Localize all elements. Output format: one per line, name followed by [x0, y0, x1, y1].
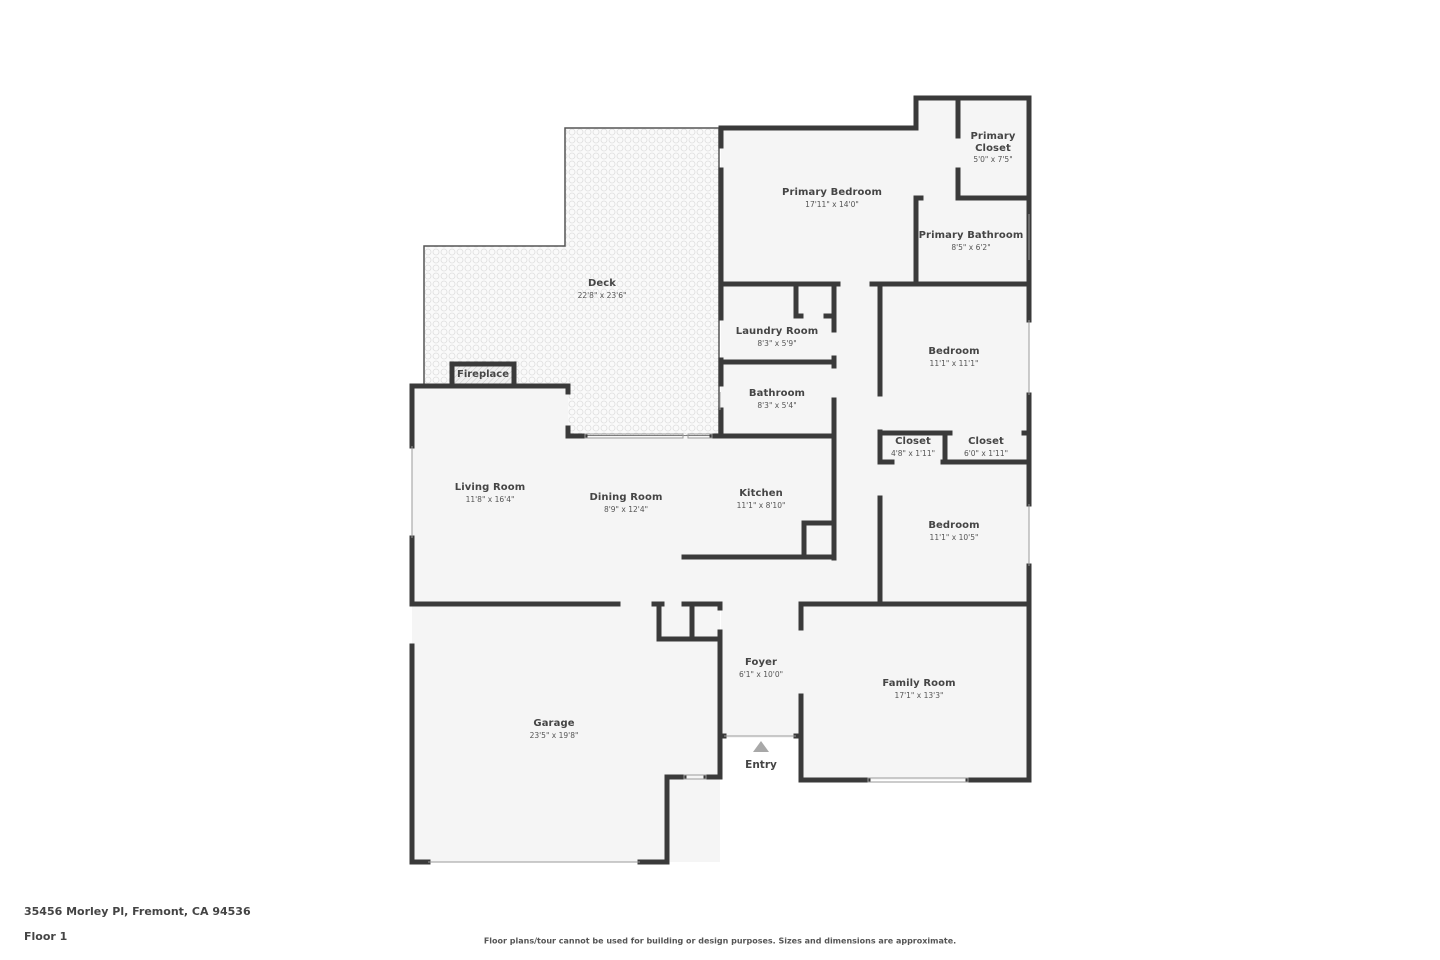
- fireplace: [449, 361, 517, 389]
- room-dimensions: 8'3" x 5'9": [757, 338, 797, 348]
- room-name: Dining Room: [589, 491, 663, 503]
- room-dimensions: 6'1" x 10'0": [738, 669, 784, 679]
- room-label-kitchen: Kitchen 11'1" x 8'10": [737, 488, 786, 510]
- room-name: Laundry Room: [735, 325, 819, 337]
- room-label-bathroom: Bathroom 8'3" x 5'4": [749, 388, 805, 410]
- room-dimensions: 8'3" x 5'4": [757, 400, 797, 410]
- room-name: Closet: [968, 435, 1004, 447]
- entry-arrow-icon: [753, 741, 769, 752]
- room-label-dining-room: Dining Room 8'9" x 12'4": [590, 492, 663, 514]
- room-label-closet-2: Closet 6'0" x 1'11": [964, 436, 1008, 458]
- room-name: Bedroom: [928, 519, 980, 531]
- interior-floor: [412, 98, 1029, 862]
- room-name: Primary Bathroom: [918, 229, 1024, 241]
- property-address: 35456 Morley Pl, Fremont, CA 94536: [24, 905, 251, 918]
- room-name: Primary Bedroom: [782, 186, 882, 198]
- room-name: Garage: [533, 717, 575, 729]
- room-dimensions: 17'11" x 14'0": [805, 199, 859, 209]
- room-label-bedroom-1: Bedroom 11'1" x 11'1": [928, 346, 979, 368]
- room-dimensions: 5'0" x 7'5": [973, 155, 1013, 165]
- room-dimensions: 22'8" x 23'6": [577, 290, 627, 300]
- walls: [409, 95, 1032, 865]
- entry-label: Entry: [745, 759, 777, 771]
- room-name: Primary Closet: [970, 131, 1016, 154]
- room-dimensions: 11'8" x 16'4": [465, 494, 515, 504]
- windows-and-openings: [411, 214, 1030, 863]
- room-label-primary-bathroom: Primary Bathroom 8'5" x 6'2": [919, 230, 1024, 252]
- room-dimensions: 17'1" x 13'3": [894, 690, 944, 700]
- room-name: Closet: [895, 435, 931, 447]
- room-label-family-room: Family Room 17'1" x 13'3": [882, 678, 955, 700]
- room-dimensions: 23'5" x 19'8": [529, 730, 579, 740]
- room-dimensions: 8'9" x 12'4": [603, 504, 649, 514]
- room-label-closet-1: Closet 4'8" x 1'11": [891, 436, 935, 458]
- room-label-primary-closet: Primary Closet 5'0" x 7'5": [968, 131, 1018, 165]
- room-name: Bedroom: [928, 345, 980, 357]
- room-label-deck: Deck 22'8" x 23'6": [578, 278, 627, 300]
- room-name: Deck: [587, 277, 617, 289]
- room-dimensions: 8'5" x 6'2": [951, 242, 991, 252]
- room-label-living-room: Living Room 11'8" x 16'4": [455, 482, 525, 504]
- room-dimensions: 11'1" x 10'5": [929, 532, 979, 542]
- room-label-laundry-room: Laundry Room 8'3" x 5'9": [736, 326, 819, 348]
- room-label-bedroom-2: Bedroom 11'1" x 10'5": [928, 520, 979, 542]
- room-dimensions: 11'1" x 8'10": [736, 500, 786, 510]
- room-dimensions: 6'0" x 1'11": [963, 448, 1009, 458]
- room-name: Bathroom: [748, 387, 806, 399]
- room-label-garage: Garage 23'5" x 19'8": [530, 718, 579, 740]
- disclaimer-text: Floor plans/tour cannot be used for buil…: [483, 936, 957, 946]
- room-label-foyer: Foyer 6'1" x 10'0": [739, 657, 783, 679]
- room-name: Family Room: [882, 677, 956, 689]
- room-dimensions: 11'1" x 11'1": [929, 358, 979, 368]
- room-dimensions: 4'8" x 1'11": [890, 448, 936, 458]
- room-name: Kitchen: [739, 487, 783, 499]
- room-name: Living Room: [454, 481, 526, 493]
- room-name: Foyer: [744, 656, 778, 668]
- floor-label: Floor 1: [24, 930, 68, 943]
- fireplace-label: Fireplace: [456, 369, 510, 380]
- room-label-primary-bedroom: Primary Bedroom 17'11" x 14'0": [782, 187, 882, 209]
